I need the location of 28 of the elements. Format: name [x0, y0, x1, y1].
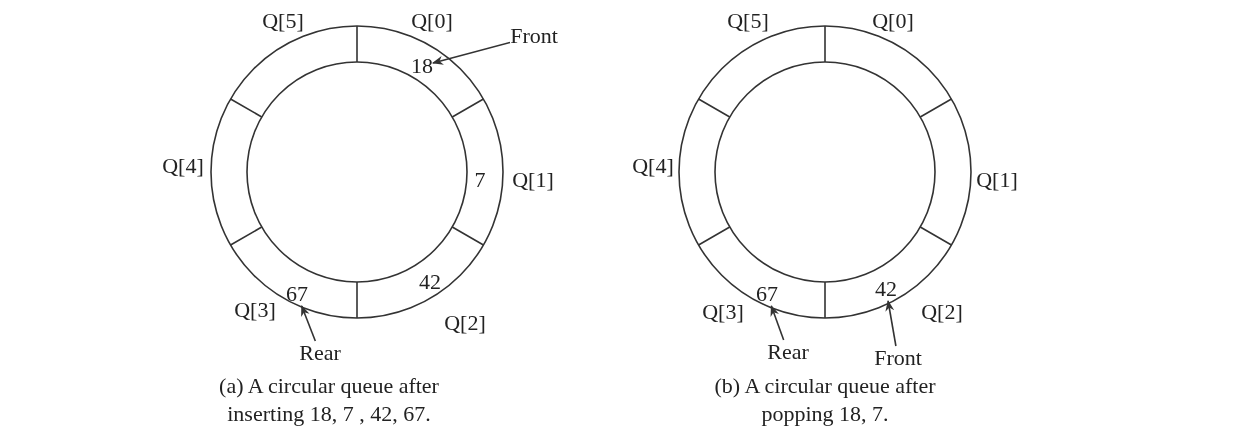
cell-value: 42	[875, 276, 897, 302]
queue-label: Q[2]	[921, 299, 963, 325]
queue-label: Q[5]	[262, 8, 304, 34]
queue-label: 42	[419, 269, 441, 295]
pointer-arrow	[300, 304, 317, 342]
cell-value: 18	[411, 53, 433, 79]
pointer-arrow	[431, 41, 511, 65]
pointer-label: Rear	[299, 340, 341, 366]
queue-label: Q[3]	[234, 297, 276, 323]
queue-label: Q[1]	[976, 167, 1018, 193]
queue-label: Q[0]	[872, 8, 914, 34]
pointer-label: Front	[510, 23, 558, 49]
pointer-label: Rear	[767, 339, 809, 365]
queue-label: Q[0]	[411, 8, 453, 34]
cell-value: 67	[286, 281, 308, 307]
queue-label: Q[4]	[632, 153, 674, 179]
queue-label: Q[3]	[702, 299, 744, 325]
queue-label: Q[4]	[162, 153, 204, 179]
pointer-arrow	[885, 299, 897, 347]
queue-label: 7	[474, 167, 486, 193]
queue-label: Q[2]	[444, 310, 486, 336]
figure-caption: (b) A circular queue after popping 18, 7.	[713, 372, 937, 428]
cell-value: 67	[756, 281, 778, 307]
queue-label: Q[5]	[727, 8, 769, 34]
figure-caption: (a) A circular queue after inserting 18, 7 , 42, 67.	[218, 372, 440, 428]
pointer-label: Front	[874, 345, 922, 371]
pointer-arrow	[770, 304, 785, 341]
queue-label: Q[1]	[512, 167, 554, 193]
